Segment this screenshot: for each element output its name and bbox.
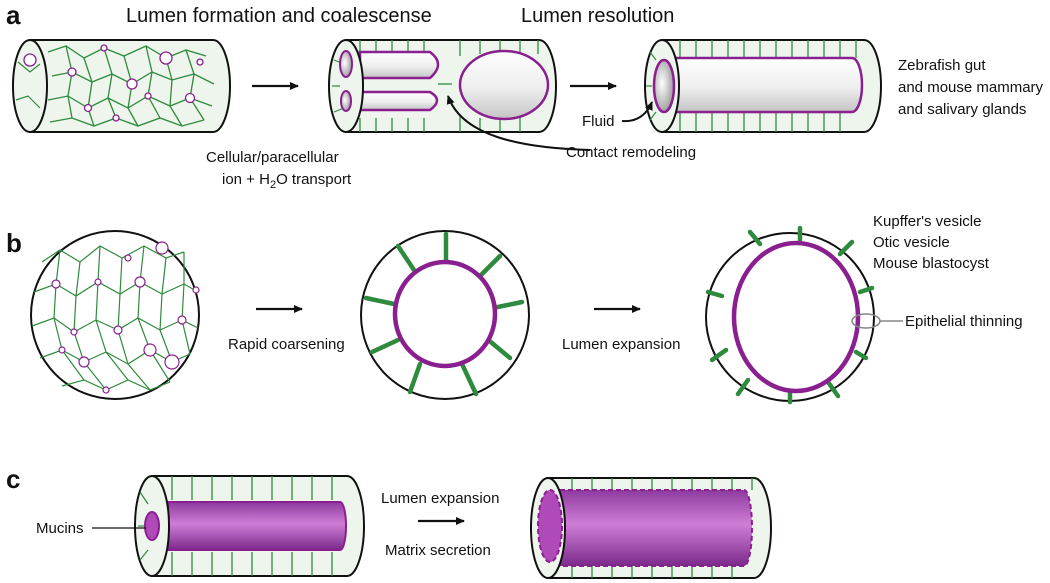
fluid-arrow — [621, 101, 653, 123]
fluid-label: Fluid — [582, 113, 615, 130]
cyst-initial — [30, 230, 200, 400]
tube-mucin-initial — [134, 475, 365, 577]
example-kupffers-vesicle: Kupffer's vesicle — [873, 213, 981, 230]
examples-panel-a: Zebrafish gut and mouse mammary and sali… — [898, 57, 1044, 118]
example-mouse-mammary: and mouse mammary — [898, 79, 1044, 96]
panel-c: c Mucins — [6, 464, 772, 579]
contact-remodeling-arrow — [446, 95, 591, 151]
mucins-label: Mucins — [36, 520, 84, 537]
transport-label-line1: Cellular/paracellular — [206, 149, 339, 166]
panel-b: b — [6, 213, 1023, 405]
contact-remodeling-label: Contact remodeling — [566, 144, 696, 161]
epithelial-thinning-label: Epithelial thinning — [905, 313, 1023, 330]
example-salivary-glands: and salivary glands — [898, 101, 1026, 118]
lumen-expansion-label-c: Lumen expansion — [381, 490, 499, 507]
rapid-coarsening-label: Rapid coarsening — [228, 336, 345, 353]
examples-panel-b: Kupffer's vesicle Otic vesicle Mouse bla… — [873, 213, 990, 272]
panel-a-heading-right: Lumen resolution — [521, 5, 674, 27]
panel-c-letter: c — [6, 464, 20, 494]
panel-b-letter: b — [6, 228, 22, 258]
tube-mucin-expanded — [530, 477, 772, 579]
example-mouse-blastocyst: Mouse blastocyst — [873, 255, 990, 272]
tube-resolved-lumen — [644, 39, 882, 133]
transport-label-line2: ion + H2O transport — [222, 171, 352, 191]
tube-initial-lumens — [12, 39, 231, 133]
panel-a-letter: a — [6, 0, 21, 30]
panel-a: a Lumen formation and coalescense Lumen … — [6, 0, 1044, 191]
matrix-secretion-label: Matrix secretion — [385, 542, 491, 559]
example-zebrafish-gut: Zebrafish gut — [898, 57, 986, 74]
lumen-expansion-label-b: Lumen expansion — [562, 336, 680, 353]
cyst-single-lumen — [360, 230, 530, 400]
cyst-expanded-lumen — [705, 225, 881, 405]
panel-a-heading-left: Lumen formation and coalescense — [126, 5, 432, 27]
example-otic-vesicle: Otic vesicle — [873, 234, 950, 251]
tube-coalescing-lumens — [328, 39, 557, 133]
